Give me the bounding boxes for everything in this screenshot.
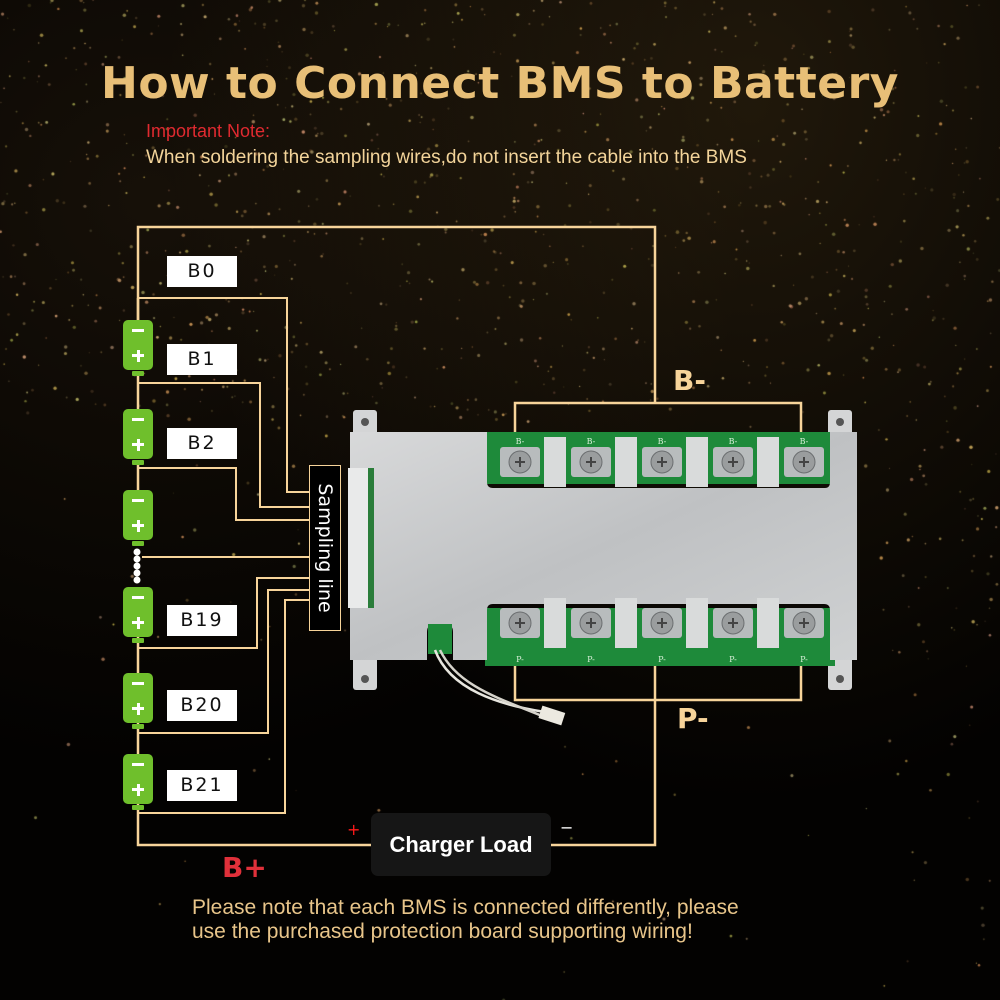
page-title: How to Connect BMS to Battery xyxy=(101,58,899,109)
sampling-wire-b2 xyxy=(138,467,309,521)
ellipsis-dots xyxy=(131,548,143,586)
sampling-line-label: Sampling line xyxy=(314,483,336,613)
footer-line-1: Please note that each BMS is connected d… xyxy=(192,896,739,919)
terminal-screw-bottom-2: P- xyxy=(571,608,611,664)
cell-label-b21: B21 xyxy=(167,770,237,801)
wire-b-plus xyxy=(136,800,371,847)
important-note-text: When soldering the sampling wires,do not… xyxy=(146,147,747,168)
terminal-label: B- xyxy=(516,437,525,446)
footer-note: Please note that each BMS is connected d… xyxy=(192,896,892,944)
solder-pad xyxy=(757,437,779,487)
terminal-screw-top-5: B- xyxy=(784,437,824,477)
terminal-screw-bottom-1: P- xyxy=(500,608,540,664)
sampling-wire-b0 xyxy=(138,297,309,493)
cell-label-b20: B20 xyxy=(167,690,237,721)
battery-cell-19 xyxy=(123,587,153,643)
ntc-sensor xyxy=(538,705,566,726)
terminal-label: B- xyxy=(587,437,596,446)
sampling-wire-b20 xyxy=(138,589,309,734)
b-minus-label: B- xyxy=(673,364,706,397)
terminal-screw-top-3: B- xyxy=(642,437,682,477)
charger-minus-sign: − xyxy=(560,818,574,837)
solder-pad xyxy=(686,437,708,487)
footer-line-2: use the purchased protection board suppo… xyxy=(192,920,693,943)
terminal-label: B- xyxy=(800,437,809,446)
important-note-label: Important Note: xyxy=(146,121,271,141)
wire-main-top xyxy=(136,225,657,403)
charger-plus-sign: + xyxy=(347,820,361,839)
cell-label-b19: B19 xyxy=(167,605,237,636)
solder-pad xyxy=(686,598,708,648)
solder-pad xyxy=(615,437,637,487)
sampling-line-box: Sampling line xyxy=(309,465,341,631)
minus-icon xyxy=(132,418,144,421)
terminal-label: P- xyxy=(729,655,737,664)
terminal-label: P- xyxy=(658,655,666,664)
bms-board: B- B- B- B- B- P- P- P- P- P- xyxy=(348,410,857,726)
sampling-wire-b1 xyxy=(138,382,309,508)
aluminium-plate xyxy=(350,432,857,660)
minus-icon xyxy=(132,329,144,332)
solder-pad xyxy=(544,598,566,648)
battery-cell-20 xyxy=(123,673,153,729)
cell-label-b0: B0 xyxy=(167,256,237,287)
cell-label-b1: B1 xyxy=(167,344,237,375)
minus-icon xyxy=(132,596,144,599)
terminal-screw-bottom-3: P- xyxy=(642,608,682,664)
battery-cell-2 xyxy=(123,409,153,465)
terminal-label: P- xyxy=(800,655,808,664)
terminal-screw-top-1: B- xyxy=(500,437,540,477)
charger-load-box: Charger Load xyxy=(371,813,551,876)
wire-p-minus-down xyxy=(551,660,657,847)
wire-b-minus-bus xyxy=(513,401,803,440)
wire-p-minus-bus xyxy=(513,660,803,702)
cell-label-b2: B2 xyxy=(167,428,237,459)
sampling-wire-b19 xyxy=(138,577,309,649)
solder-pad xyxy=(544,437,566,487)
solder-pad xyxy=(615,598,637,648)
terminal-screw-bottom-4: P- xyxy=(713,608,753,664)
terminal-label: P- xyxy=(587,655,595,664)
b-plus-label: B+ xyxy=(222,851,267,884)
minus-icon xyxy=(132,682,144,685)
terminal-screw-top-2: B- xyxy=(571,437,611,477)
minus-icon xyxy=(132,499,144,502)
sampling-wire-b21 xyxy=(138,599,309,814)
battery-cell-21 xyxy=(123,754,153,810)
terminal-label: B- xyxy=(729,437,738,446)
p-minus-label: P- xyxy=(677,702,709,735)
terminal-label: B- xyxy=(658,437,667,446)
minus-icon xyxy=(132,763,144,766)
ntc-pad xyxy=(428,624,452,654)
battery-cell-1 xyxy=(123,320,153,376)
solder-pad xyxy=(757,598,779,648)
battery-cell-3 xyxy=(123,490,153,546)
terminal-screw-top-4: B- xyxy=(713,437,753,477)
ellipsis-icon xyxy=(133,548,141,584)
terminal-screw-bottom-5: P- xyxy=(784,608,824,664)
terminal-label: P- xyxy=(516,655,524,664)
